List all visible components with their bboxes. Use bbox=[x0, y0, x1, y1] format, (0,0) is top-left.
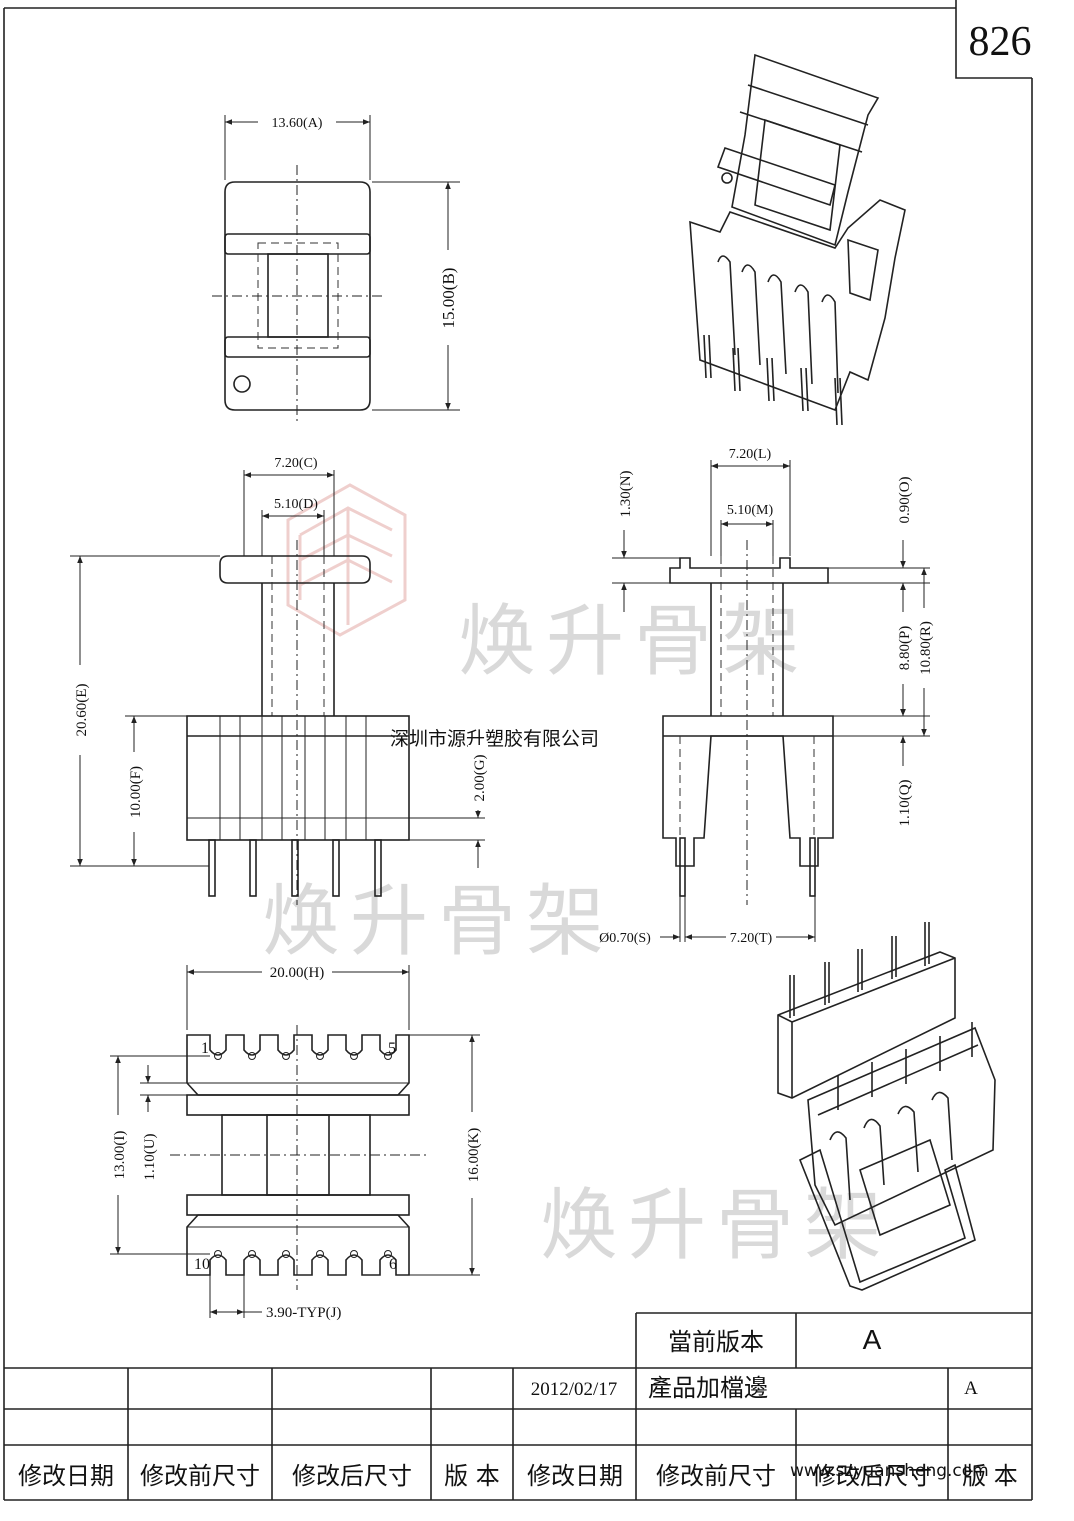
header-version: 版 本 bbox=[444, 1462, 500, 1490]
dim-a: 13.60(A) bbox=[272, 116, 323, 131]
watermark-brand-1: 焕升骨架 bbox=[458, 597, 810, 687]
header-size-after: 修改后尺寸 bbox=[292, 1462, 412, 1490]
header-size-before: 修改前尺寸 bbox=[140, 1462, 260, 1490]
dim-g: 2.00(G) bbox=[472, 754, 488, 801]
dim-r: 10.80(R) bbox=[918, 621, 934, 675]
pin-6-label: 6 bbox=[389, 1256, 397, 1273]
side-view: 7.20(L) 5.10(M) 1.30(N) 0.90(O) 8.80(P) … bbox=[599, 447, 934, 946]
dim-i: 13.00(I) bbox=[112, 1131, 128, 1180]
current-version-label: 當前版本 bbox=[668, 1328, 764, 1356]
dim-u: 1.10(U) bbox=[142, 1133, 158, 1180]
pin-1-label: 1 bbox=[201, 1040, 209, 1057]
dim-j: 3.90-TYP(J) bbox=[266, 1305, 341, 1321]
header-modify-date-2: 修改日期 bbox=[527, 1462, 623, 1490]
front-view: 7.20(C) 5.10(D) 20.60(E) 10.00(F) 2.00(G… bbox=[70, 456, 488, 905]
dim-b: 15.00(B) bbox=[439, 268, 458, 329]
dim-m: 5.10(M) bbox=[727, 503, 774, 518]
pin-10-label: 10 bbox=[194, 1256, 210, 1273]
current-version-value: A bbox=[863, 1324, 882, 1355]
dim-k: 16.00(K) bbox=[466, 1128, 482, 1183]
dim-n: 1.30(N) bbox=[618, 470, 634, 517]
revision-date: 2012/02/17 bbox=[531, 1379, 618, 1400]
header-size-before-2: 修改前尺寸 bbox=[656, 1462, 776, 1490]
dim-e: 20.60(E) bbox=[74, 684, 90, 737]
bottom-view: 1 5 10 6 20.00(H) 13.00(I) 1.10(U) 16.00… bbox=[108, 962, 482, 1321]
watermark-url: www.szyuansheng.com bbox=[790, 1461, 989, 1481]
dim-t: 7.20(T) bbox=[730, 931, 773, 946]
header-size-after-2: 修改后尺寸 bbox=[812, 1462, 932, 1490]
header-version-2: 版 本 bbox=[962, 1462, 1018, 1490]
dim-s: Ø0.70(S) bbox=[599, 931, 651, 946]
isometric-view-top bbox=[689, 53, 906, 426]
revision-version: A bbox=[964, 1378, 978, 1399]
revision-description: 產品加檔邊 bbox=[648, 1374, 768, 1402]
drawing-number: 826 bbox=[969, 19, 1032, 65]
isometric-view-bottom bbox=[777, 922, 996, 1291]
pin-5-label: 5 bbox=[388, 1040, 396, 1057]
header-modify-date: 修改日期 bbox=[18, 1462, 114, 1490]
watermark-brand-3: 焕升骨架 bbox=[540, 1181, 892, 1271]
dim-h: 20.00(H) bbox=[270, 965, 325, 981]
watermark-company: 深圳市源升塑胶有限公司 bbox=[390, 728, 599, 750]
brand-logo-watermark bbox=[286, 483, 407, 637]
dim-c: 7.20(C) bbox=[274, 456, 318, 471]
dim-p: 8.80(P) bbox=[897, 626, 913, 671]
watermark-brand-2: 焕升骨架 bbox=[262, 877, 614, 967]
dim-f: 10.00(F) bbox=[128, 766, 144, 818]
dim-q: 1.10(Q) bbox=[897, 779, 913, 826]
sheet-border bbox=[3, 0, 1033, 1500]
dim-d: 5.10(D) bbox=[274, 497, 318, 512]
dim-l: 7.20(L) bbox=[729, 447, 772, 462]
revision-table: 當前版本 A 2012/02/17 產品加檔邊 A 修改日期 修改前尺寸 修改后… bbox=[4, 1312, 1032, 1501]
dim-o: 0.90(O) bbox=[897, 476, 913, 523]
top-view: 13.60(A) 15.00(B) bbox=[212, 112, 460, 425]
